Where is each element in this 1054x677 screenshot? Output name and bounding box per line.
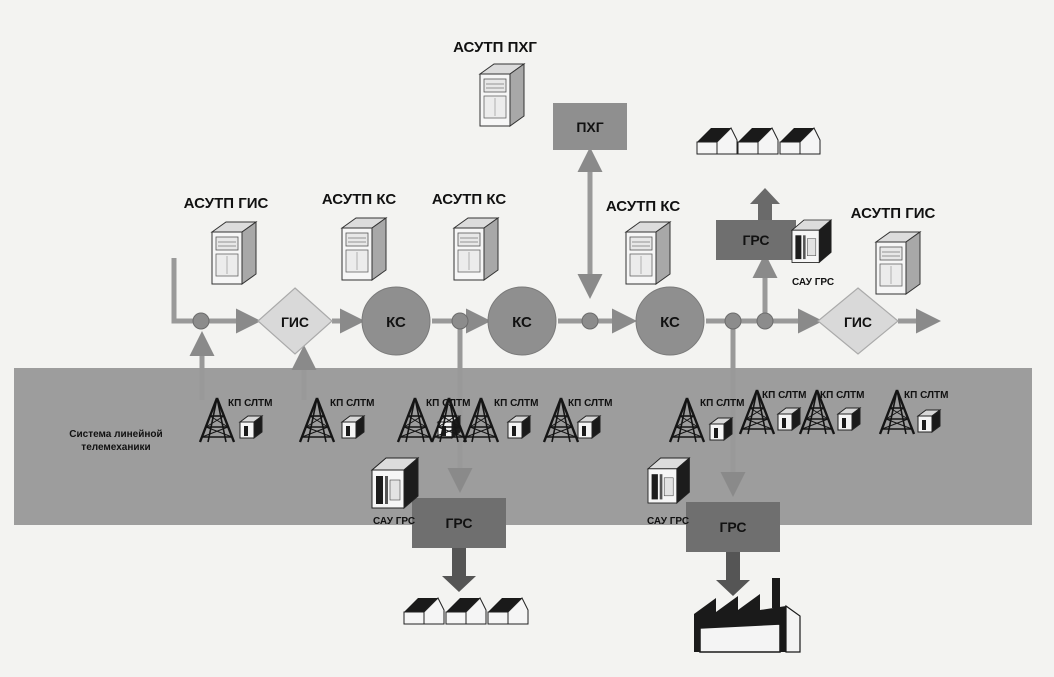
svg-text:КС: КС [660,314,680,331]
svg-text:ГРС: ГРС [445,515,472,531]
svg-text:КП СЛТМ: КП СЛТМ [494,398,539,409]
grs-top: ГРС [716,188,796,260]
svg-text:АСУТП КС: АСУТП КС [322,191,396,208]
svg-text:ГИС: ГИС [281,314,309,330]
svg-text:АСУТП КС: АСУТП КС [606,198,680,215]
house-icon [737,127,779,155]
house-icon [696,127,738,155]
kp-sltm-6: КП СЛТМ [668,396,745,444]
rtu-cabinet-icon [777,407,801,431]
svg-text:КС: КС [386,314,406,331]
svg-text:ГРС: ГРС [742,232,769,248]
kp-sltm-5: КП СЛТМ [542,396,613,444]
svg-text:ГРС: ГРС [719,519,746,535]
svg-text:АСУТП ГИС: АСУТП ГИС [184,195,269,212]
svg-text:ПХГ: ПХГ [576,119,603,135]
svg-text:КС: КС [512,314,532,331]
rtu-cabinet-icon [341,415,365,439]
asutp-gis-left: АСУТП ГИС [184,195,269,285]
svg-text:КП СЛТМ: КП СЛТМ [228,398,273,409]
ks-3: КС [635,286,705,356]
server-icon [479,63,525,127]
house-icon [487,597,529,625]
sau-grs-right: САУ ГРС [647,457,690,527]
kp-sltm-1: КП СЛТМ [198,396,273,444]
rtu-cabinet-icon [837,407,861,431]
kp-sltm-4: КП СЛТМ [462,396,539,444]
rtu-cabinet-icon [647,457,690,504]
rtu-cabinet-icon [917,409,941,433]
server-icon [875,231,921,295]
house-icon [779,127,821,155]
kp-sltm-8: КП СЛТМ [798,388,865,436]
telemetry-label: Система линейной [69,429,162,440]
svg-text:КП СЛТМ: КП СЛТМ [762,390,807,401]
svg-text:КП СЛТМ: КП СЛТМ [820,390,865,401]
grs-bottom-left: ГРС [412,498,506,592]
kp-sltm-9: КП СЛТМ [878,388,949,436]
rtu-cabinet-icon [239,415,263,439]
house-icon [445,597,487,625]
asutp-phg: АСУТП ПХГ [453,39,537,127]
ks-2: КС [487,286,557,356]
rtu-cabinet-icon [577,415,601,439]
rtu-cabinet-icon [507,415,531,439]
phg-box: ПХГ [553,103,627,150]
svg-text:АСУТП КС: АСУТП КС [432,191,506,208]
asutp-ks-1: АСУТП КС [322,191,396,281]
telemetry-label: телемеханики [81,442,150,453]
gis-left: ГИС [257,287,333,355]
house-icon [403,597,445,625]
main-pipeline [171,147,941,497]
server-icon [341,217,387,281]
svg-text:САУ ГРС: САУ ГРС [792,277,834,288]
factory-icon [694,578,801,653]
kp-sltm-7: КП СЛТМ [738,388,807,436]
svg-text:КП СЛТМ: КП СЛТМ [330,398,375,409]
asutp-gis-right: АСУТП ГИС [851,205,936,295]
gis-right: ГИС [817,287,899,355]
sau-grs-top: САУ ГРС [791,219,834,288]
svg-text:АСУТП ГИС: АСУТП ГИС [851,205,936,222]
server-icon [453,217,499,281]
asutp-ks-3: АСУТП КС [606,198,680,285]
svg-text:КП СЛТМ: КП СЛТМ [700,398,745,409]
rtu-cabinet-icon [709,417,733,441]
grs-bottom-right: ГРС [686,502,780,596]
sau-grs-mid: САУ ГРС [371,457,419,527]
svg-text:КП СЛТМ: КП СЛТМ [568,398,613,409]
server-icon [625,221,671,285]
svg-text:САУ ГРС: САУ ГРС [647,516,689,527]
svg-text:САУ ГРС: САУ ГРС [373,516,415,527]
houses-top [696,127,821,155]
junction-nodes [192,312,774,330]
ks-1: КС [361,286,431,356]
houses-bottom [403,597,529,625]
svg-text:КП СЛТМ: КП СЛТМ [904,390,949,401]
rtu-cabinet-icon [791,219,832,263]
svg-text:ГИС: ГИС [844,314,872,330]
kp-sltm-2: КП СЛТМ [298,396,375,444]
asutp-ks-2: АСУТП КС [432,191,506,281]
rtu-cabinet-icon [371,457,419,509]
telemetry-band [14,368,1032,525]
svg-text:АСУТП ПХГ: АСУТП ПХГ [453,39,537,56]
server-icon [211,221,257,285]
